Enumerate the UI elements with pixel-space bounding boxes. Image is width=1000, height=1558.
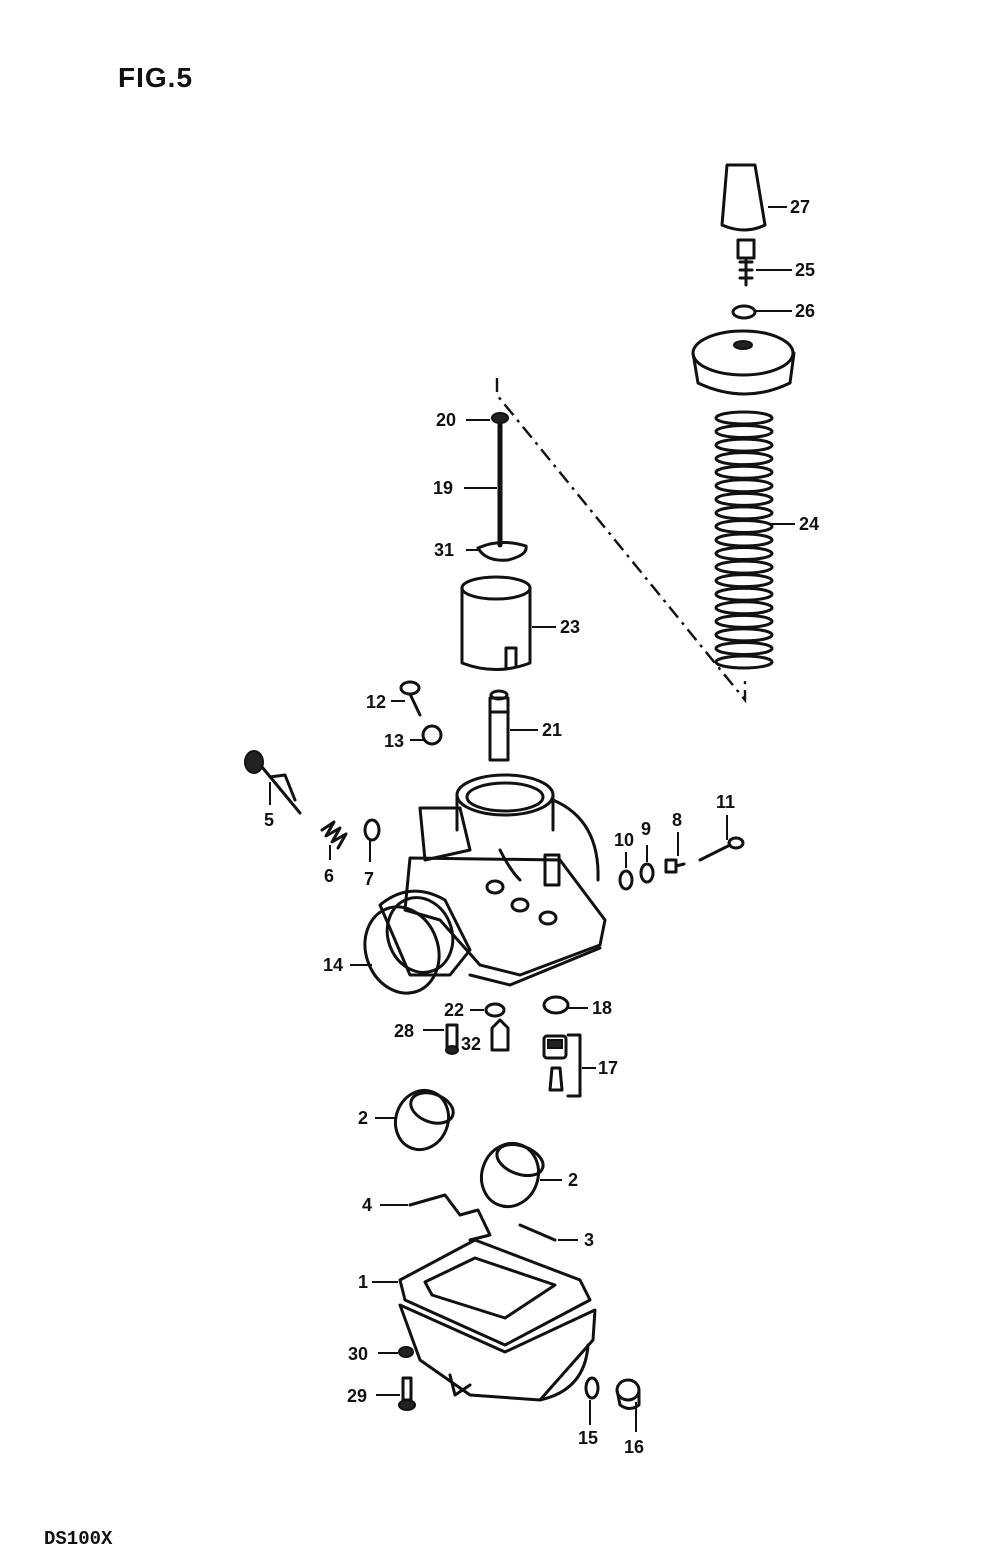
part-8-screw [664,858,686,874]
assembly-line [495,378,747,704]
callout-18: 18 [592,998,612,1018]
spring-coil [714,424,774,440]
callout-8: 8 [672,810,682,830]
spring-coil [714,464,774,480]
part-22-washer [484,1002,506,1018]
callout-19: 19 [433,478,453,498]
model-code: DS100X [44,1528,113,1550]
part-float-chamber [398,1303,597,1402]
spring-coil [714,627,774,643]
callout-31: 31 [434,540,454,560]
part-carburetor-body [378,773,607,987]
callout-14: 14 [323,955,343,975]
callout-9: 9 [641,819,651,839]
part-31-retainer-plate [476,541,528,562]
spring-coil [714,586,774,602]
part-6-spring [320,820,348,850]
spring-coil [714,613,774,629]
spring-coil [714,505,774,521]
callout-12: 12 [366,692,386,712]
callout-1: 1 [358,1272,368,1292]
callout-4: 4 [362,1195,372,1215]
callout-labels: 27 25 26 24 20 19 31 23 12 13 21 5 6 7 1… [264,197,819,1457]
callout-16: 16 [624,1437,644,1457]
part-5-air-screw [244,750,302,815]
callout-6: 6 [324,866,334,886]
part-25-adjuster [736,238,756,287]
part-10-washer [618,869,634,891]
callout-30: 30 [348,1344,368,1364]
spring-coil [714,640,774,656]
spring-coil [714,546,774,562]
part-21-needle-jet [488,689,510,762]
spring-coil [714,437,774,453]
spring-coil [714,478,774,494]
part-mixing-chamber-top [691,329,796,396]
part-1-gasket-inner [423,1256,557,1320]
callout-7: 7 [364,869,374,889]
part-12-screw [399,680,422,717]
callout-11: 11 [716,792,735,812]
part-20-clip [491,412,509,424]
part-15-gasket [584,1376,600,1400]
callout-3: 3 [584,1230,594,1250]
callout-15: 15 [578,1428,598,1448]
spring-coil [714,451,774,467]
part-18-washer [542,995,570,1015]
part-14-o-ring [363,905,441,995]
part-28-jet [445,1023,459,1055]
callout-13: 13 [384,731,404,751]
part-13-washer [421,724,443,746]
callout-22: 22 [444,1000,464,1020]
part-17-main-jet [542,1033,582,1098]
figure-title: FIG.5 [118,62,194,93]
part-27-cap [720,163,767,232]
callout-17: 17 [598,1058,618,1078]
callout-24: 24 [799,514,819,534]
callout-28: 28 [394,1021,414,1041]
part-32-jet [490,1018,510,1052]
part-26-nut [731,304,757,320]
spring-coil [714,518,774,534]
part-1-gasket [398,1238,592,1347]
part-9-washer [639,862,655,884]
callout-21: 21 [542,720,562,740]
callout-5: 5 [264,810,274,830]
spring-coil [714,600,774,616]
callout-20: 20 [436,410,456,430]
part-7-o-ring [363,818,381,842]
part-23-throttle-valve [460,575,532,671]
part-11-throttle-stop-screw [698,836,745,862]
callout-2-right: 2 [568,1170,578,1190]
callout-29: 29 [347,1386,367,1406]
part-3-pin [518,1223,557,1242]
callout-32: 32 [461,1034,481,1054]
part-29-screw [398,1376,416,1411]
callout-23: 23 [560,617,580,637]
leader-lines [269,206,795,1432]
spring-coil [714,410,774,426]
part-2-float-left [394,1088,455,1152]
callout-25: 25 [795,260,815,280]
spring-coil [714,491,774,507]
part-24-spring [714,410,774,670]
callout-2-left: 2 [358,1108,368,1128]
spring-coil [714,654,774,670]
part-16-plug [615,1378,641,1410]
spring-coil [714,559,774,575]
part-30-washer [398,1346,414,1358]
part-4-float-arm [408,1193,492,1242]
spring-coil [714,573,774,589]
callout-27: 27 [790,197,810,217]
spring-coil [714,532,774,548]
part-2-float-right [480,1141,545,1209]
callout-26: 26 [795,301,815,321]
callout-10: 10 [614,830,634,850]
